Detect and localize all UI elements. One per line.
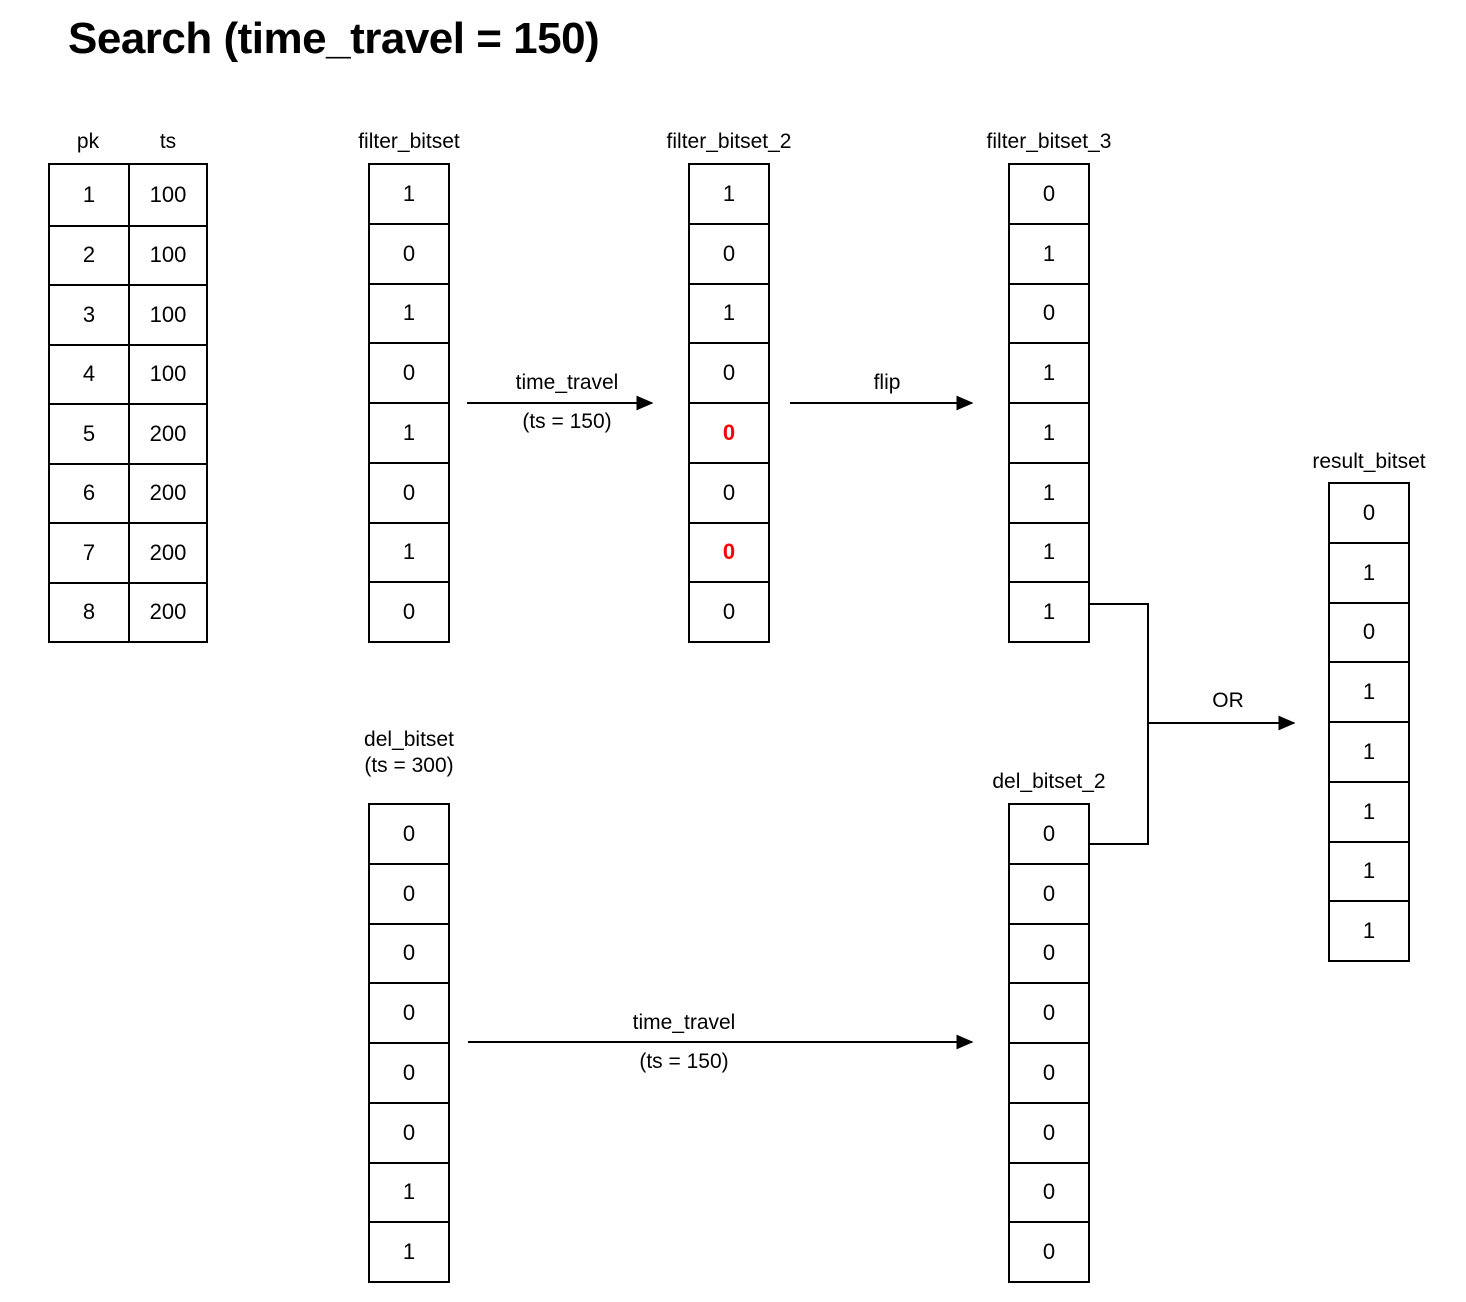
del-bitset-2-label: del_bitset_2 (992, 770, 1106, 793)
result-bitset-label: result_bitset (1312, 450, 1426, 473)
bitset-cell: 0 (1010, 1042, 1088, 1102)
bitset-cell: 0 (1010, 982, 1088, 1042)
bitset-cell: 1 (370, 282, 448, 343)
table-cell: 6 (50, 462, 128, 523)
bitset-cell: 1 (1010, 342, 1088, 402)
bitset-cell: 0 (370, 1101, 448, 1162)
flip-arrow-label: flip (873, 371, 901, 394)
filter-bitset-3-label: filter_bitset_3 (986, 130, 1112, 153)
bitset-cell: 1 (1010, 461, 1088, 522)
filter-bitset-3-column: 0 1 0 1 1 1 1 1 (1008, 163, 1090, 643)
pk-ts-table: 1 100 2 100 3 100 4 100 5 200 6 200 7 20… (48, 163, 208, 643)
bitset-cell: 1 (1010, 222, 1088, 283)
table-cell: 200 (128, 462, 206, 522)
table-cell: 100 (128, 284, 206, 344)
table-cell: 1 (82, 181, 96, 207)
table-cell: 200 (128, 522, 206, 582)
bitset-cell: 1 (402, 180, 416, 206)
bitset-cell: 1 (1010, 581, 1088, 641)
time-travel-bottom-arrow-sublabel: (ts = 150) (639, 1050, 729, 1073)
bitset-cell: 1 (1330, 900, 1408, 960)
table-cell: 4 (50, 343, 128, 404)
filter-bitset-2-label: filter_bitset_2 (666, 130, 792, 153)
or-label: OR (1212, 689, 1244, 712)
bitset-cell: 1 (690, 282, 768, 343)
filter-bitset-label: filter_bitset (358, 130, 460, 153)
bitset-cell: 1 (370, 521, 448, 582)
bitset-cell: 1 (1330, 780, 1408, 841)
page-title: Search (time_travel = 150) (68, 14, 600, 63)
bitset-cell: 0 (1010, 862, 1088, 923)
table-cell: 100 (128, 165, 206, 225)
table-header-ts: ts (159, 130, 177, 153)
table-header-pk: pk (76, 130, 100, 153)
table-cell: 200 (128, 581, 206, 641)
bitset-cell-highlighted: 0 (690, 521, 768, 582)
del-bitset-column: 0 0 0 0 0 0 1 1 (368, 803, 450, 1283)
table-cell: 5 (50, 403, 128, 463)
bitset-cell: 0 (1042, 820, 1056, 846)
table-cell: 100 (128, 224, 206, 284)
bitset-cell: 0 (370, 581, 448, 641)
table-cell: 100 (128, 343, 206, 403)
bitset-cell: 0 (370, 222, 448, 283)
bitset-cell: 1 (1010, 521, 1088, 582)
filter-bitset-column: 1 0 1 0 1 0 1 0 (368, 163, 450, 643)
table-cell: 3 (50, 284, 128, 344)
bitset-cell: 1 (370, 402, 448, 462)
bitset-cell: 0 (370, 461, 448, 522)
time-travel-bottom-arrow-label: time_travel (632, 1011, 736, 1034)
bitset-cell: 0 (370, 982, 448, 1042)
bitset-cell: 0 (1010, 1161, 1088, 1222)
bitset-cell-highlighted: 0 (690, 402, 768, 462)
table-cell: 2 (50, 224, 128, 285)
table-cell: 7 (50, 522, 128, 582)
bitset-cell: 0 (370, 342, 448, 402)
bitset-cell: 1 (370, 1221, 448, 1281)
del-bitset-sublabel: (ts = 300) (364, 754, 454, 777)
bitset-cell: 0 (1042, 180, 1056, 206)
bitset-cell: 0 (370, 922, 448, 983)
bitset-cell: 0 (690, 581, 768, 641)
bitset-cell: 0 (690, 461, 768, 522)
bitset-cell: 1 (1330, 721, 1408, 781)
bitset-cell: 1 (1330, 541, 1408, 602)
bitset-cell: 0 (690, 342, 768, 402)
bitset-cell: 0 (1010, 282, 1088, 343)
bitset-cell: 0 (370, 1042, 448, 1102)
time-travel-top-arrow-sublabel: (ts = 150) (522, 410, 612, 433)
bitset-cell: 1 (1330, 840, 1408, 901)
table-cell: 200 (128, 403, 206, 463)
table-cell: 8 (50, 581, 128, 642)
bitset-cell: 1 (722, 180, 736, 206)
bitset-cell: 0 (402, 820, 416, 846)
bitset-cell: 0 (1010, 922, 1088, 983)
bitset-cell: 1 (370, 1161, 448, 1222)
result-bitset-column: 0 1 0 1 1 1 1 1 (1328, 482, 1410, 962)
filter-bitset-2-column: 1 0 1 0 0 0 0 0 (688, 163, 770, 643)
bitset-cell: 0 (1010, 1221, 1088, 1281)
del-bitset-2-column: 0 0 0 0 0 0 0 0 (1008, 803, 1090, 1283)
bitset-cell: 1 (1010, 402, 1088, 462)
time-travel-top-arrow-label: time_travel (515, 371, 619, 394)
bitset-cell: 0 (370, 862, 448, 923)
del-bitset-label: del_bitset (364, 728, 454, 751)
bitset-cell: 1 (1330, 661, 1408, 721)
bitset-cell: 0 (1330, 601, 1408, 662)
bitset-cell: 0 (1362, 499, 1376, 525)
or-connector (1090, 603, 1149, 845)
bitset-cell: 0 (1010, 1101, 1088, 1162)
bitset-cell: 0 (690, 222, 768, 283)
